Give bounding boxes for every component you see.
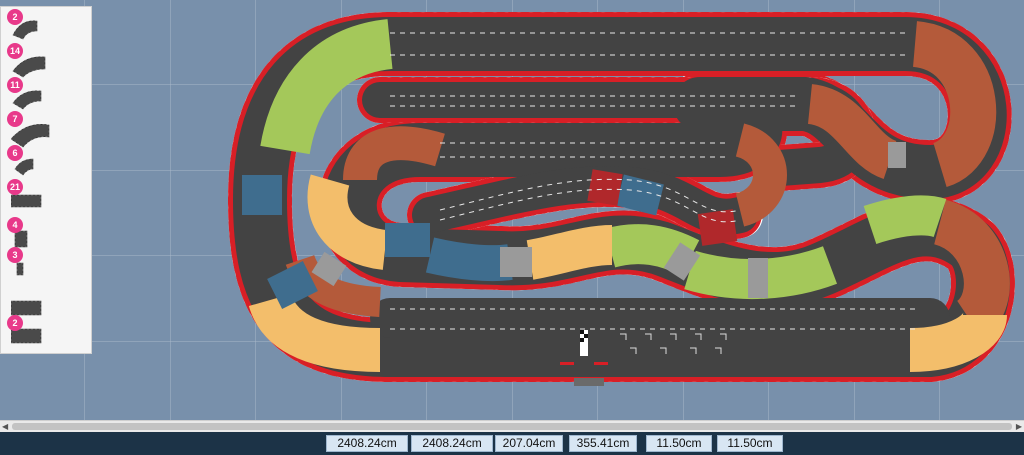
palette-count-badge: 14 (7, 43, 23, 59)
status-total-length: 2408.24cm (326, 435, 408, 452)
palette-count-badge: 2 (7, 9, 23, 25)
palette-item[interactable]: 3 (5, 247, 85, 277)
palette-item[interactable]: 2 (5, 9, 85, 40)
horizontal-scrollbar[interactable]: ◀ ▶ (0, 420, 1024, 432)
track-layout[interactable] (0, 0, 1024, 420)
palette-item[interactable]: 4 (5, 217, 85, 248)
segment-rust (932, 199, 1010, 340)
segment-green (863, 195, 947, 245)
status-lane-b: 11.50cm (717, 435, 783, 452)
segment-orange (248, 292, 381, 372)
scroll-left-icon[interactable]: ◀ (2, 422, 9, 431)
curve-piece-small-icon (12, 20, 38, 40)
segment-rust (343, 126, 445, 182)
segment-rust (911, 21, 997, 188)
curve-piece-large-icon (11, 124, 50, 148)
straight-piece-icon (11, 194, 42, 208)
scroll-right-icon[interactable]: ▶ (1015, 422, 1022, 431)
segment-red (697, 209, 738, 246)
status-width: 207.04cm (495, 435, 563, 452)
segment-blue (425, 237, 513, 282)
palette-item[interactable]: 21 (5, 179, 85, 209)
status-lane-a: 11.50cm (646, 435, 712, 452)
palette-count-badge: 11 (7, 77, 23, 93)
palette-count-badge: 6 (7, 145, 23, 161)
palette-item[interactable]: 2 (5, 315, 85, 345)
crossover-piece-icon (11, 300, 42, 316)
curve-segments (242, 19, 1010, 372)
short-straight-piece-icon (14, 230, 28, 248)
palette-count-badge: 7 (7, 111, 23, 127)
quarter-straight-piece-icon (16, 262, 24, 276)
lane-lines (390, 32, 920, 330)
palette-count-badge: 4 (7, 217, 23, 233)
palette-item[interactable]: 11 (5, 77, 85, 110)
segment-green (260, 19, 394, 155)
segment-red (587, 169, 623, 206)
segment-orange (909, 310, 1007, 372)
segment-blue (267, 261, 318, 309)
palette-count-badge: 3 (7, 247, 23, 263)
grid-markers (620, 333, 727, 354)
segment-grey (663, 242, 701, 281)
start-finish (560, 330, 608, 386)
palette-item[interactable]: 6 (5, 145, 85, 176)
palette-item[interactable] (5, 285, 85, 316)
status-bar: 2408.24cm 2408.24cm 207.04cm 355.41cm 11… (0, 432, 1024, 455)
status-height: 355.41cm (569, 435, 637, 452)
segment-blue (616, 174, 664, 216)
palette-count-badge: 2 (7, 315, 23, 331)
segment-orange (307, 174, 389, 270)
palette-item[interactable]: 7 (5, 111, 85, 148)
curve-piece-tight-icon (14, 158, 34, 176)
lane-change-piece-icon (11, 328, 42, 344)
segment-orange (526, 225, 613, 280)
palette-item[interactable]: 14 (5, 43, 85, 78)
status-lane-length: 2408.24cm (411, 435, 493, 452)
scroll-thumb[interactable] (12, 423, 1012, 430)
segment-rust (734, 123, 787, 227)
segment-grey (311, 251, 347, 287)
curve-piece-medium-icon (12, 90, 42, 110)
palette-count-badge: 21 (7, 179, 23, 195)
segment-rust (806, 84, 899, 179)
curve-piece-wide-icon (12, 56, 46, 78)
